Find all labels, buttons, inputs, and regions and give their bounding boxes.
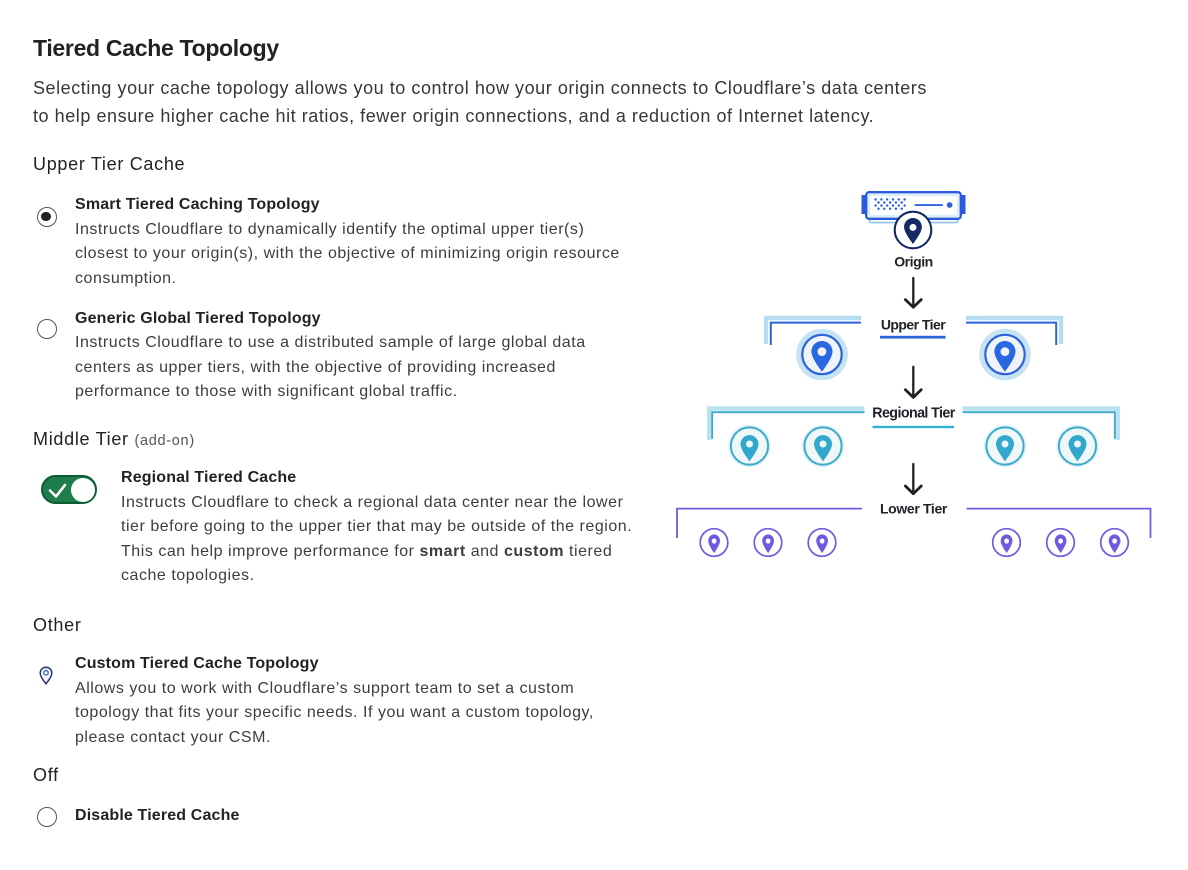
svg-text:Lower Tier: Lower Tier — [880, 500, 948, 516]
svg-text:Regional Tier: Regional Tier — [872, 405, 956, 421]
svg-text:Origin: Origin — [894, 254, 933, 270]
svg-text:Upper Tier: Upper Tier — [881, 316, 946, 332]
